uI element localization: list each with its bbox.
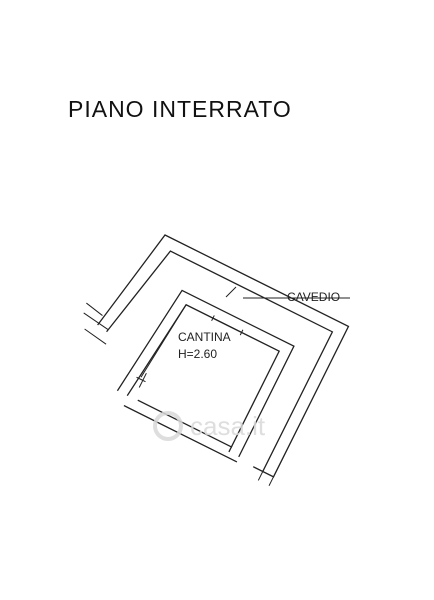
right-stub <box>257 471 274 486</box>
cantina-label: CANTINA <box>178 330 231 344</box>
basement-walls <box>83 234 350 486</box>
left-stub-walls <box>83 302 109 345</box>
cantina-room-outline <box>140 304 187 378</box>
cavedio-leader-line <box>225 286 350 299</box>
lightwell-wall-outer <box>116 289 295 458</box>
watermark: casa.it <box>153 411 266 441</box>
door-bottom <box>136 372 147 388</box>
outer-wall-outer <box>97 234 350 478</box>
window-top <box>211 315 244 336</box>
watermark-text: casa.it <box>190 411 266 441</box>
plan-title: PIANO INTERRATO <box>68 96 292 122</box>
outer-wall-inner <box>106 250 334 473</box>
cavedio-label: CAVEDIO <box>287 290 340 304</box>
cantina-height-label: H=2.60 <box>178 347 217 361</box>
watermark-logo-icon <box>153 411 183 441</box>
